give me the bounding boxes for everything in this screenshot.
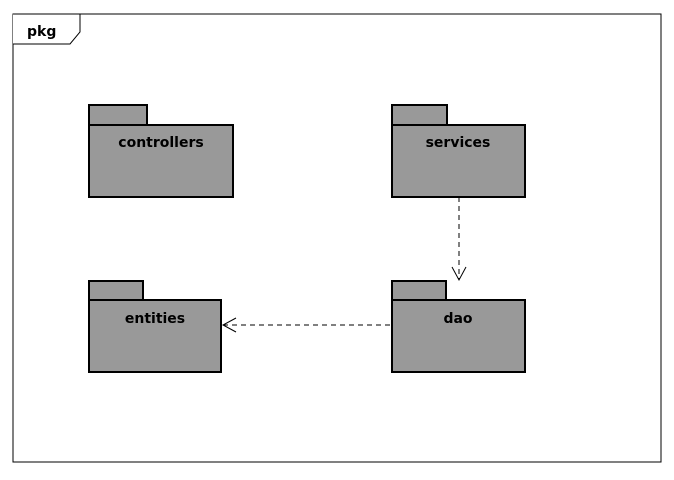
package-body bbox=[88, 299, 222, 373]
frame-label: pkg bbox=[27, 24, 56, 40]
package-tab bbox=[391, 280, 447, 301]
open-arrowhead bbox=[221, 317, 237, 333]
dependency-services-to-dao bbox=[451, 197, 467, 282]
package-controllers[interactable]: controllers bbox=[88, 104, 234, 198]
diagram-frame bbox=[12, 13, 662, 463]
package-label-services: services bbox=[426, 135, 491, 151]
package-label-dao: dao bbox=[443, 311, 472, 327]
dependency-dao-to-entities bbox=[221, 317, 390, 333]
package-services[interactable]: services bbox=[391, 104, 526, 198]
package-dao[interactable]: dao bbox=[391, 280, 526, 373]
package-tab bbox=[88, 280, 144, 301]
open-arrowhead bbox=[451, 266, 467, 282]
package-tab bbox=[391, 104, 448, 126]
package-label-controllers: controllers bbox=[118, 135, 203, 151]
package-body bbox=[391, 124, 526, 198]
package-tab bbox=[88, 104, 148, 126]
package-label-entities: entities bbox=[125, 311, 185, 327]
package-body bbox=[391, 299, 526, 373]
package-body bbox=[88, 124, 234, 198]
frame-label-tab: pkg bbox=[13, 13, 81, 45]
package-entities[interactable]: entities bbox=[88, 280, 222, 373]
frame-label-pentagon bbox=[13, 13, 81, 45]
